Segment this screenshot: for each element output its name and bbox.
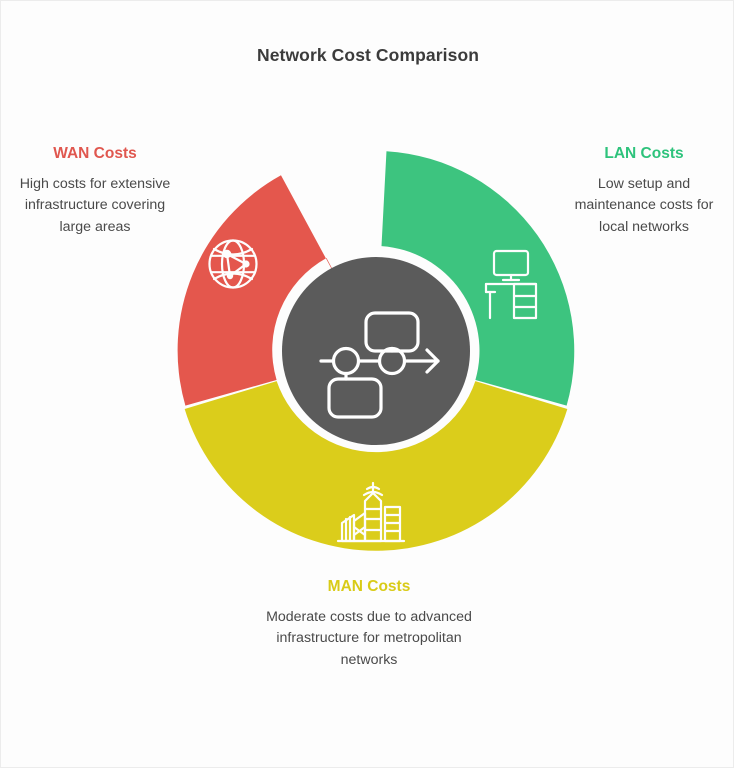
block-wan-body: High costs for extensive infrastructure …	[19, 175, 171, 235]
block-lan-heading: LAN Costs	[604, 145, 684, 162]
block-lan: LAN Costs Low setup and maintenance cost…	[563, 145, 725, 238]
block-man-body: Moderate costs due to advanced infrastru…	[266, 608, 472, 668]
city-buildings-icon	[336, 481, 406, 543]
block-lan-body: Low setup and maintenance costs for loca…	[574, 175, 714, 235]
block-man: MAN Costs Moderate costs due to advanced…	[266, 578, 472, 671]
block-wan-heading: WAN Costs	[53, 145, 137, 162]
network-flowchart-icon	[319, 311, 440, 419]
globe-network-icon	[208, 239, 258, 289]
block-wan: WAN Costs High costs for extensive infra…	[15, 145, 175, 238]
donut-chart-svg	[177, 151, 575, 551]
desktop-computer-icon	[484, 249, 538, 320]
page-title: Network Cost Comparison	[256, 45, 480, 65]
donut-chart	[166, 141, 586, 561]
block-man-heading: MAN Costs	[327, 578, 411, 595]
